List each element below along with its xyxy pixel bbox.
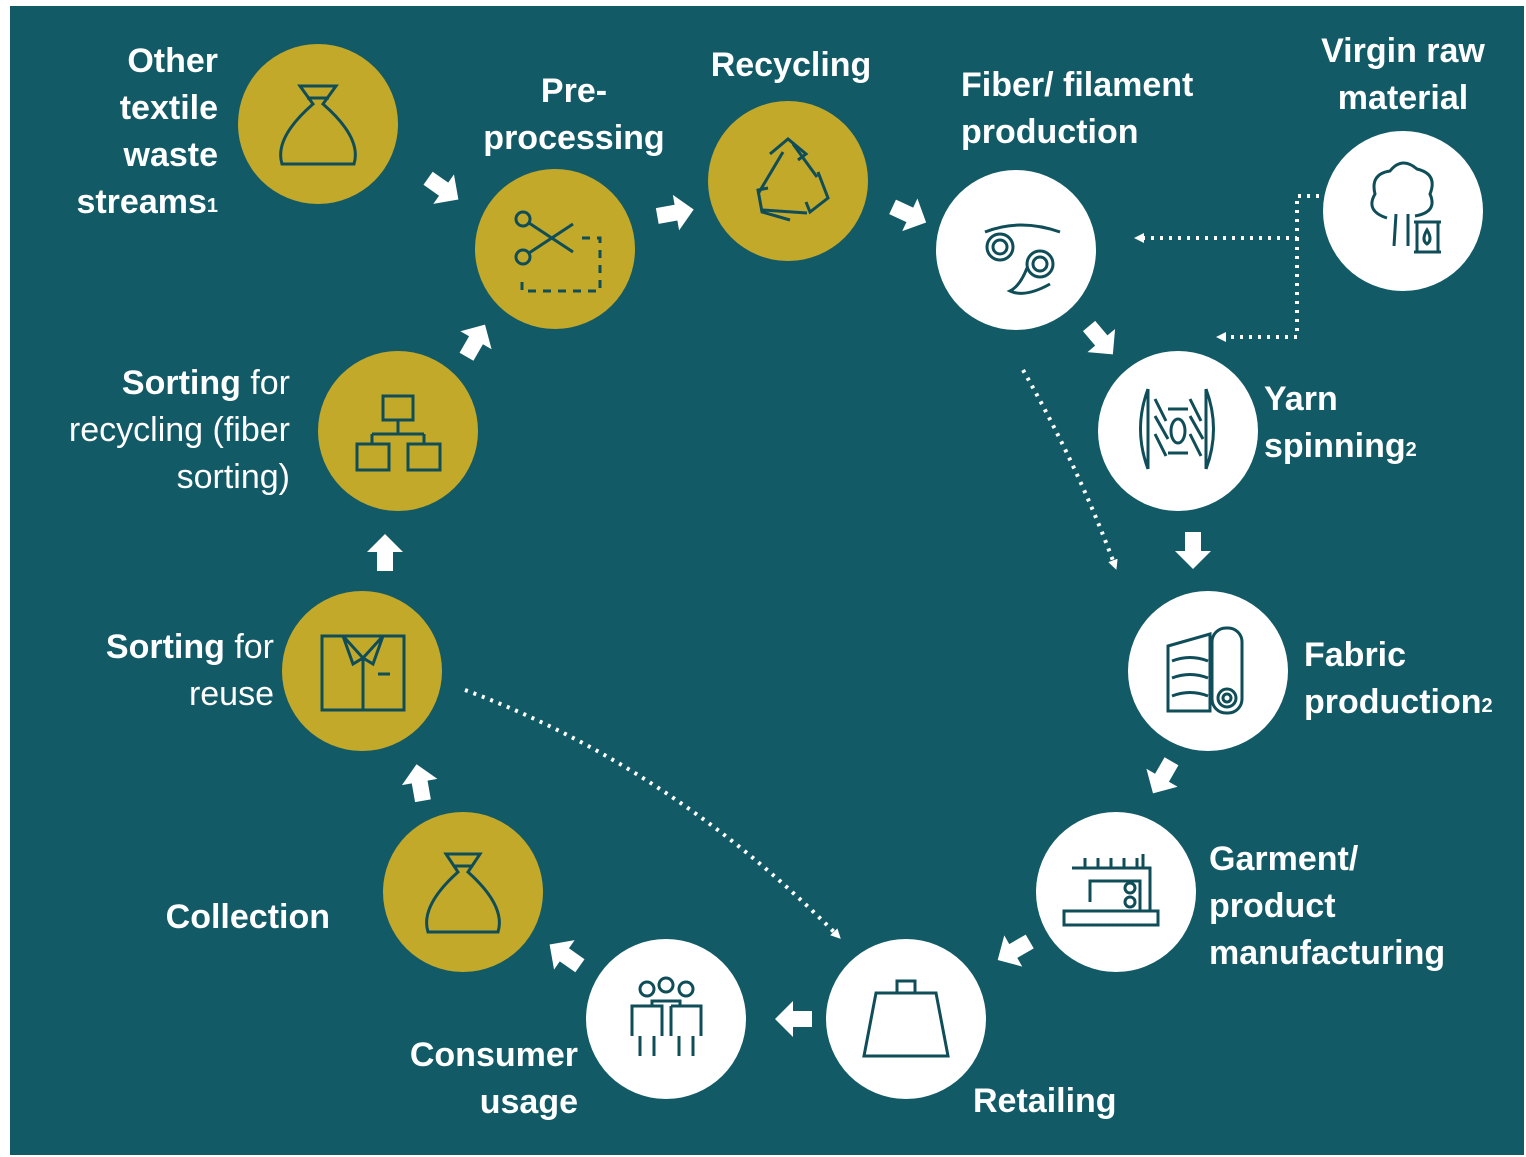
- bag-icon: [279, 84, 357, 166]
- label-line: material: [1337, 79, 1469, 117]
- label-regular: for: [224, 628, 274, 666]
- label-yarn-spinning: Yarn spinning2: [1264, 376, 1484, 470]
- label-line: usage: [479, 1083, 578, 1121]
- shirt-icon: [320, 634, 406, 712]
- label-text: streams: [76, 183, 207, 221]
- node-sorting-recycling: [318, 351, 478, 511]
- flow-arrow: [997, 934, 1034, 967]
- node-retailing: [826, 939, 986, 1099]
- people-icon: [630, 976, 703, 1056]
- flow-arrow: [775, 1001, 812, 1037]
- label-text: production: [1304, 683, 1482, 721]
- label-fiber-production: Fiber/ filament production: [961, 62, 1251, 156]
- label-garment-manufacturing: Garment/ product manufacturing: [1209, 836, 1509, 977]
- node-virgin: [1323, 131, 1483, 291]
- label-bold: Sorting: [121, 364, 241, 402]
- label-line: production: [961, 113, 1139, 151]
- flow-arrow: [401, 764, 438, 803]
- fiber-to-fabric-connector: [1021, 369, 1118, 570]
- label-consumer-usage: Consumer usage: [360, 1032, 578, 1126]
- bag-icon: [425, 852, 501, 934]
- footnote-marker: 2: [1481, 695, 1493, 717]
- label-line: recycling (fiber: [68, 411, 290, 449]
- label-line: streams1: [20, 179, 218, 226]
- node-fabric: [1128, 591, 1288, 751]
- label-line: Sorting for: [40, 624, 274, 671]
- fiber-spool-icon: [984, 223, 1061, 295]
- fabric-roll-icon: [1166, 626, 1244, 715]
- node-sorting-reuse: [282, 591, 442, 751]
- node-yarn: [1098, 351, 1258, 511]
- label-bold: Sorting: [105, 628, 225, 666]
- yarn-bobbin-icon: [1139, 388, 1215, 470]
- tree-oil-icon: [1370, 161, 1441, 254]
- recycle-icon: [756, 137, 830, 222]
- node-consumer: [586, 939, 746, 1099]
- label-preprocessing: Pre- processing: [455, 68, 693, 162]
- footnote-marker: 2: [1405, 439, 1417, 461]
- label-line: Fabric: [1304, 636, 1407, 674]
- label-line: spinning2: [1264, 423, 1484, 470]
- label-line: product: [1209, 887, 1336, 925]
- label-line: Garment/: [1209, 840, 1359, 878]
- label-sorting-for-recycling: Sorting for recycling (fiber sorting): [20, 360, 290, 501]
- hierarchy-icon: [355, 394, 442, 472]
- label-line: Virgin raw: [1321, 32, 1485, 70]
- label-collection: Collection: [110, 894, 330, 941]
- label-line: processing: [483, 119, 665, 157]
- label-line: Fiber/ filament: [961, 66, 1194, 104]
- diagram-canvas: [10, 6, 1524, 1155]
- label-virgin-raw-material: Virgin raw material: [1290, 28, 1516, 122]
- label-line: Yarn: [1264, 380, 1338, 418]
- shopping-bag-icon: [862, 979, 950, 1058]
- footnote-marker: 1: [206, 195, 218, 217]
- label-line: production2: [1304, 679, 1524, 726]
- label-text: spinning: [1264, 427, 1406, 465]
- flow-arrow: [1146, 757, 1179, 794]
- label-line: Collection: [165, 898, 330, 936]
- node-other-waste: [238, 44, 398, 204]
- flow-arrow: [549, 940, 585, 973]
- virgin-to-yarn-connector: [1216, 238, 1299, 342]
- label-line: Other: [127, 42, 218, 80]
- node-fiber: [936, 170, 1096, 330]
- label-line: Consumer: [409, 1036, 578, 1074]
- node-recycling: [708, 101, 868, 261]
- scissors-icon: [514, 210, 602, 293]
- flow-arrow: [459, 324, 492, 361]
- flow-arrow: [1082, 320, 1116, 355]
- node-preprocessing: [475, 169, 635, 329]
- dotted-connectors: [464, 194, 1328, 939]
- label-recycling: Recycling: [680, 42, 902, 89]
- label-regular: for: [240, 364, 290, 402]
- label-line: Sorting for: [20, 360, 290, 407]
- label-line: Retailing: [973, 1082, 1117, 1120]
- label-sorting-for-reuse: Sorting for reuse: [40, 624, 274, 718]
- node-collection: [383, 812, 543, 972]
- label-retailing: Retailing: [973, 1078, 1173, 1125]
- flow-arrows: [367, 171, 1211, 1037]
- flow-arrow: [367, 534, 403, 571]
- node-garment: [1036, 812, 1196, 972]
- flow-arrow: [423, 171, 459, 204]
- label-line: Pre-: [540, 72, 608, 110]
- label-line: reuse: [188, 675, 274, 713]
- flow-arrow: [889, 198, 927, 232]
- sewing-machine-icon: [1062, 854, 1160, 927]
- label-fabric-production: Fabric production2: [1304, 632, 1524, 726]
- flow-arrow: [1175, 532, 1211, 569]
- label-line: sorting): [176, 458, 290, 496]
- label-line: textile: [119, 89, 218, 127]
- label-line: manufacturing: [1209, 934, 1446, 972]
- label-line: waste: [123, 136, 219, 174]
- label-line: Recycling: [710, 46, 872, 84]
- flow-arrow: [655, 194, 694, 231]
- label-other-textile-waste: Other textile waste streams1: [20, 38, 218, 226]
